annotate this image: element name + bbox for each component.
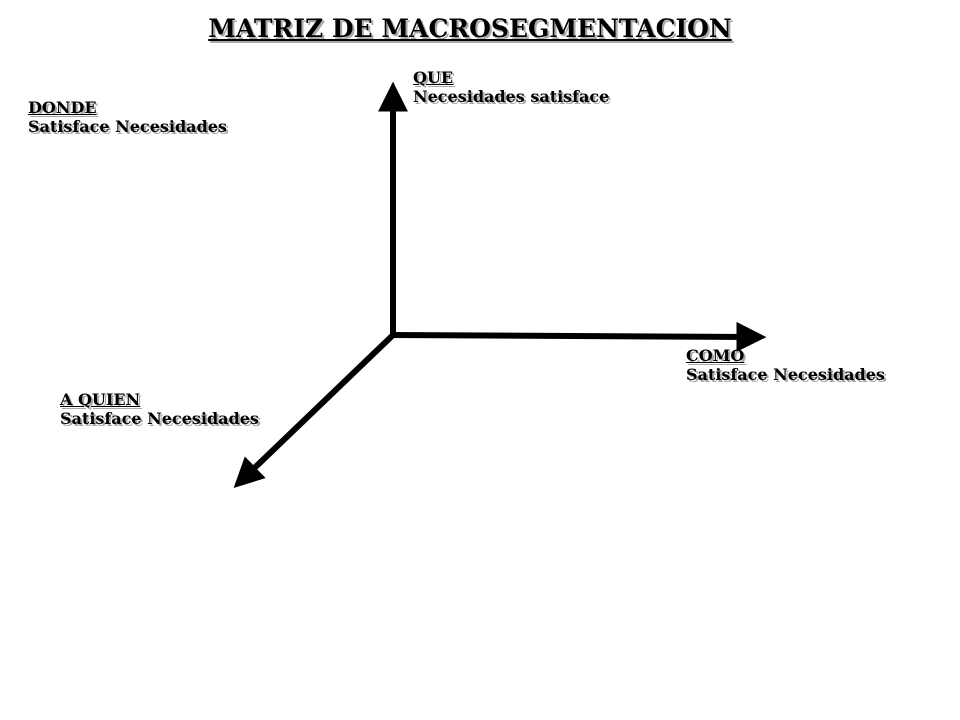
axis-label-a-quien-head: A QUIEN [60,390,141,409]
axis-aquien-arrow [233,333,395,488]
axis-label-como-head: COMO [686,346,745,365]
axis-label-que-head: QUE [413,68,454,87]
axis-label-donde-head: DONDE [28,98,97,117]
axis-label-como-sub: Satisface Necesidades [686,365,885,384]
axis-label-a-quien-sub: Satisface Necesidades [60,409,259,428]
axis-label-que: QUE Necesidades satisface [413,68,609,106]
axis-label-como: COMO Satisface Necesidades [686,346,885,384]
axis-label-donde-sub: Satisface Necesidades [28,117,227,136]
page-title: MATRIZ DE MACROSEGMENTACION [208,14,732,43]
axis-label-donde: DONDE Satisface Necesidades [28,98,227,136]
axis-como-arrow [389,321,767,352]
axis-label-a-quien: A QUIEN Satisface Necesidades [60,390,259,428]
axis-label-que-sub: Necesidades satisface [413,87,610,106]
